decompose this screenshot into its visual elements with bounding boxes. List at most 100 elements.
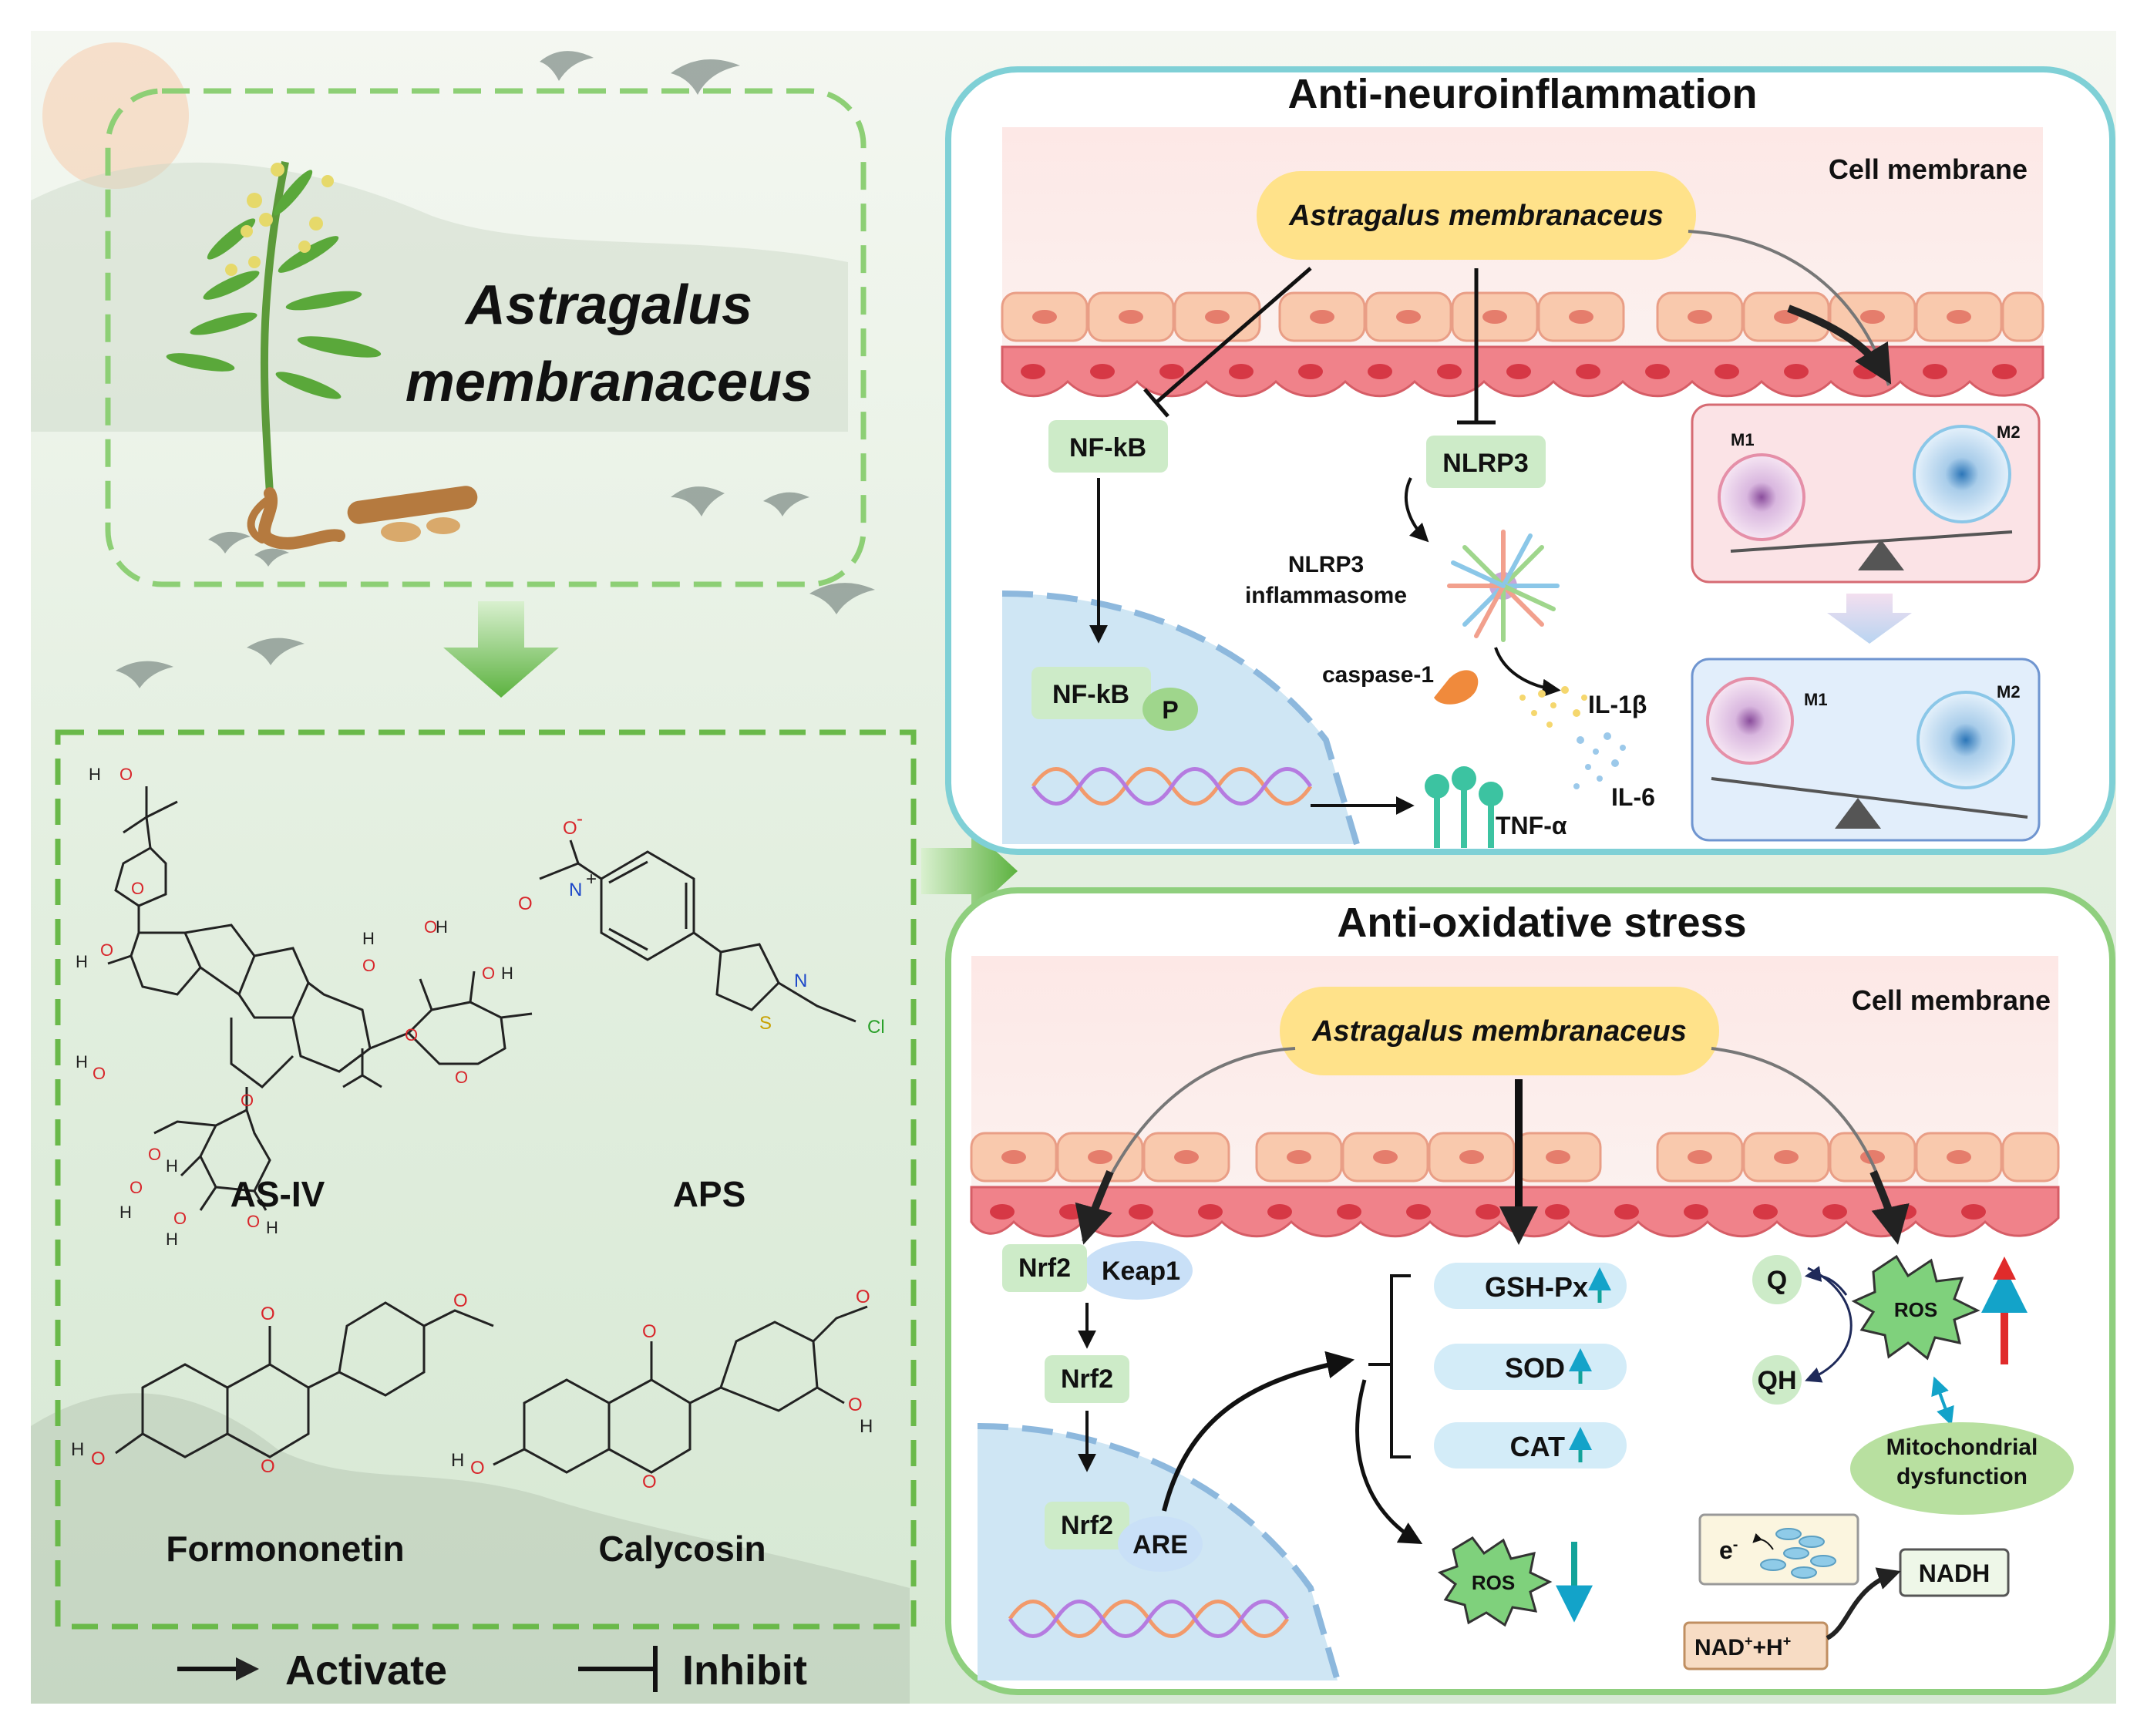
- nfkb-label: NF-kB: [1069, 433, 1146, 463]
- oxid-arrow-right: [1869, 1170, 1910, 1245]
- m1-label-bottom: M1: [1804, 690, 1828, 709]
- svg-text:O: O: [91, 1448, 106, 1469]
- ros-down-burst: [1437, 1536, 1553, 1627]
- oxid-arrow-left: [1075, 1170, 1114, 1245]
- svg-text:H: H: [266, 1218, 278, 1237]
- enzymes-bracket: [1368, 1274, 1411, 1458]
- electron-label: e-: [1719, 1536, 1738, 1564]
- svg-text:O: O: [148, 1145, 161, 1164]
- electron-cloud: [1760, 1528, 1836, 1579]
- phospho-circle: [1142, 688, 1198, 731]
- oxid-title: Anti-oxidative stress: [1337, 900, 1746, 946]
- phospho-label: P: [1162, 696, 1178, 724]
- nrf2-label: Nrf2: [1018, 1253, 1071, 1283]
- are-to-enzymes-arrow: [1162, 1351, 1355, 1512]
- are-label: ARE: [1132, 1530, 1188, 1559]
- nrf2-nucleus-box: [1045, 1502, 1129, 1549]
- svg-text:O: O: [518, 893, 533, 914]
- m2-label-top: M2: [1997, 422, 2021, 442]
- m2-cell-bottom: [1916, 691, 2015, 789]
- qh-circle: [1752, 1355, 1802, 1405]
- inflammasome-to-il-arrow: [1494, 647, 1561, 698]
- ros-mito-arrow-up: [1931, 1376, 1952, 1423]
- mito-label-line1: Mitochondrial: [1886, 1435, 2038, 1460]
- enzyme-label-gshpx: GSH-Px: [1485, 1271, 1588, 1303]
- svg-text:O: O: [482, 964, 495, 983]
- birds-decoration: [116, 51, 875, 688]
- q-cycle-arrow-down: [1805, 1267, 1853, 1383]
- il1b-label: IL-1β: [1588, 691, 1647, 718]
- svg-text:H: H: [166, 1156, 178, 1176]
- svg-text:O: O: [642, 1472, 657, 1492]
- ros-increase-arrowhead: [1993, 1257, 2016, 1280]
- svg-text:O: O: [100, 940, 113, 960]
- compound-name-formononetin: Formononetin: [166, 1529, 404, 1569]
- svg-text:H: H: [362, 929, 375, 948]
- nrf2-box: [1002, 1244, 1087, 1292]
- svg-text:O: O: [261, 1456, 275, 1477]
- calycosin-structure: [493, 1305, 868, 1474]
- svg-text:O: O: [241, 1091, 254, 1110]
- svg-text:O: O: [848, 1395, 863, 1415]
- q-label: Q: [1767, 1266, 1787, 1295]
- macrophage-shift-arrow: [1827, 594, 1912, 644]
- neuro-source-pill: [1257, 171, 1696, 260]
- balance-pivot-top: [1858, 540, 1904, 570]
- aps-atom-labels: O- N+ O N S Cl: [518, 809, 885, 1038]
- nlrp3-arrow: [1404, 477, 1429, 543]
- oxid-source-pill: [1280, 987, 1719, 1075]
- svg-text:Cl: Cl: [867, 1017, 885, 1038]
- nad-to-nadh-arrow: [1826, 1567, 1901, 1640]
- oxid-source-label: Astragalus membranaceus: [1311, 1015, 1687, 1048]
- as-iv-structure: [107, 786, 533, 1211]
- q-circle: [1752, 1255, 1802, 1304]
- plant-illustration: [166, 161, 478, 550]
- m1-cell-top: [1718, 453, 1805, 541]
- svg-text:O: O: [424, 917, 437, 937]
- svg-text:H: H: [166, 1230, 178, 1249]
- balance-beam-top: [1730, 530, 2013, 553]
- enzyme-label-sod: SOD: [1505, 1352, 1565, 1384]
- svg-text:O: O: [405, 1025, 418, 1045]
- enzyme-label-cat: CAT: [1510, 1431, 1565, 1462]
- oxid-membrane-label: Cell membrane: [1852, 984, 2051, 1016]
- keap1-ellipse: [1082, 1241, 1193, 1300]
- svg-text:O: O: [455, 1068, 468, 1087]
- svg-text:O: O: [93, 1064, 106, 1083]
- svg-text:S: S: [759, 1013, 772, 1034]
- svg-text:O: O: [362, 956, 375, 975]
- svg-text:H: H: [119, 1203, 132, 1222]
- svg-text:O: O: [247, 1212, 260, 1231]
- svg-text:H: H: [89, 765, 101, 784]
- nfkb-box: [1048, 420, 1168, 473]
- plant-title-line2: membranaceus: [406, 352, 813, 413]
- svg-text:H: H: [71, 1439, 84, 1460]
- nfkb-nucleus-box: [1031, 667, 1151, 719]
- qh-label: QH: [1758, 1366, 1797, 1395]
- neuro-inhibit-lines: [1143, 267, 1496, 425]
- neuro-title: Anti-neuroinflammation: [1288, 71, 1758, 117]
- legend-inhibit-label: Inhibit: [682, 1647, 807, 1694]
- ros-down-label: ROS: [1472, 1571, 1515, 1594]
- ros-up-label: ROS: [1894, 1298, 1937, 1321]
- keap1-label: Keap1: [1102, 1257, 1180, 1286]
- inflammasome-label-line2: inflammasome: [1245, 583, 1407, 608]
- enzyme-pill-gshpx: [1434, 1263, 1627, 1309]
- svg-text:N: N: [794, 971, 807, 991]
- caspase-icon: [1434, 670, 1479, 705]
- tnf-icon: [1425, 766, 1503, 848]
- nadh-label: NADH: [1919, 1559, 1990, 1587]
- are-ellipse: [1118, 1516, 1203, 1572]
- compound-name-calycosin: Calycosin: [598, 1529, 766, 1569]
- ros-up-burst: [1851, 1254, 1980, 1361]
- svg-text:H: H: [860, 1416, 873, 1437]
- m2-label-bottom: M2: [1997, 682, 2021, 701]
- nfkb-nucleus-label: NF-kB: [1052, 680, 1129, 709]
- aps-structure: [539, 839, 856, 1023]
- mitochondria-ellipse: [1850, 1422, 2074, 1515]
- il6-label: IL-6: [1611, 783, 1655, 811]
- nrf2-nucleus-label: Nrf2: [1061, 1511, 1113, 1540]
- svg-text:O: O: [642, 1321, 657, 1342]
